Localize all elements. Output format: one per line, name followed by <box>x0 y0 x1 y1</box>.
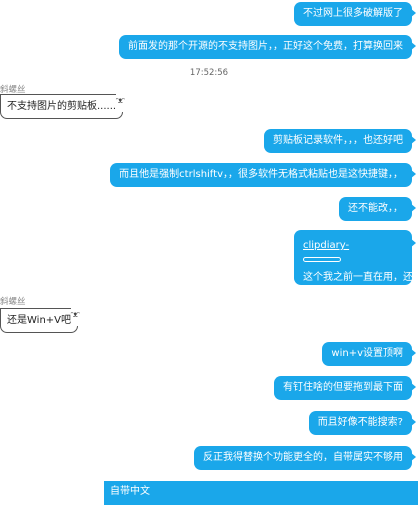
message-bubble-outgoing: 自带中文 <box>104 481 418 505</box>
message-text: 不过网上很多破解版了 <box>303 8 403 19</box>
message-bubble-outgoing: 不过网上很多破解版了 <box>294 2 416 26</box>
sender-name: 斜螺丝 <box>0 85 26 95</box>
message-text: 剪贴板记录软件，，，也还好吧 <box>273 135 403 146</box>
bubble-decoration-icon: ᵔᴥᵔ <box>70 303 80 326</box>
link-card[interactable]: clipdiary- 这个我之前一直在用，还行 <box>294 230 418 285</box>
message-bubble-outgoing: 剪贴板记录软件，，，也还好吧 <box>264 129 416 153</box>
message-bubble-outgoing: 而且好像不能搜索? <box>308 411 417 435</box>
message-text: 而且他是强制ctrlshiftv，，很多软件无格式粘贴也是这快捷键，， <box>119 169 403 180</box>
message-text: win+v设置顶啊 <box>331 348 403 359</box>
message-bubble-outgoing: 反正我得替换个功能更全的，自带属实不够用 <box>194 446 416 470</box>
bubble-decoration-icon: ᵔᴥᵔ <box>115 89 125 112</box>
message-bubble-outgoing: 有钉住啥的但要拖到最下面 <box>274 376 416 400</box>
message-text: 还是Win+V吧 <box>7 315 72 326</box>
message-bubble-outgoing: 而且他是强制ctrlshiftv，，很多软件无格式粘贴也是这快捷键，， <box>110 163 416 187</box>
message-bubble-outgoing: 前面发的那个开源的不支持图片，，正好这个免费，打算换回来 <box>119 35 416 59</box>
message-text: 还不能改，， <box>348 203 403 214</box>
link-card-divider <box>303 257 341 262</box>
sender-name: 斜螺丝 <box>0 297 26 307</box>
message-bubble-incoming: 不支持图片的剪贴板...... ᵔᴥᵔ <box>0 89 125 119</box>
message-bubble-outgoing: win+v设置顶啊 <box>322 342 416 366</box>
message-text: 不支持图片的剪贴板...... <box>7 101 117 112</box>
message-text: 而且好像不能搜索? <box>317 417 403 428</box>
message-text: 前面发的那个开源的不支持图片，，正好这个免费，打算换回来 <box>128 41 403 52</box>
message-text: 反正我得替换个功能更全的，自带属实不够用 <box>203 452 403 463</box>
link-card-description: 这个我之前一直在用，还行 <box>303 272 418 283</box>
message-bubble-outgoing: 还不能改，， <box>339 197 416 221</box>
timestamp: 17:52:56 <box>189 68 229 78</box>
link-card-title[interactable]: clipdiary- <box>303 240 350 251</box>
message-bubble-incoming: 还是Win+V吧 ᵔᴥᵔ <box>0 303 80 333</box>
message-text: 有钉住啥的但要拖到最下面 <box>283 382 403 393</box>
message-text: 自带中文 <box>110 486 150 497</box>
